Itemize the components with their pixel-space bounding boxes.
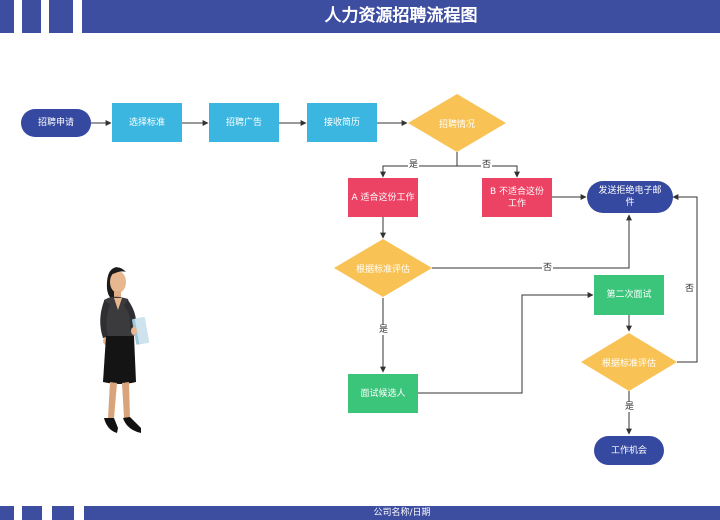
- edge-label-yes-evaluate2: 是: [624, 402, 636, 412]
- footer-block-1: [0, 506, 14, 520]
- edge-evaluate1-reject: [432, 214, 632, 269]
- reject-email-node[interactable]: 发送拒绝电子邮件: [587, 181, 673, 213]
- header-block-2: [22, 0, 41, 33]
- offer-node[interactable]: 工作机会: [594, 436, 664, 465]
- evaluate2-label[interactable]: 根据标准评估: [601, 358, 656, 369]
- header-block-3: [49, 0, 73, 33]
- footer-block-3: [52, 506, 74, 520]
- edge-label-no-evaluate2: 否: [684, 284, 696, 294]
- edge-label-yes-evaluate1: 是: [378, 325, 390, 335]
- second-interview-node[interactable]: 第二次面试: [594, 275, 664, 315]
- footer-block-2: [22, 506, 42, 520]
- situation-label[interactable]: 招聘情况: [438, 119, 475, 130]
- header-block-1: [0, 0, 14, 33]
- decision-diamond-evaluate2: [581, 333, 677, 391]
- edge-label-yes-fit: 是: [408, 160, 420, 170]
- select-standard-node[interactable]: 选择标准: [112, 103, 182, 142]
- edge-evaluate2-reject: [672, 194, 698, 363]
- not-fit-node[interactable]: B 不适合这份工作: [482, 178, 552, 217]
- interview-node[interactable]: 面试候选人: [348, 374, 418, 413]
- receive-resume-node[interactable]: 接收简历: [307, 103, 377, 142]
- footer-text: 公司名称/日期: [84, 506, 720, 520]
- edge-interview-second: [418, 292, 594, 394]
- edge-label-no-notfit: 否: [481, 160, 493, 170]
- decision-diamond-evaluate1: [334, 239, 432, 297]
- fit-node[interactable]: A 适合这份工作: [348, 178, 418, 217]
- decision-diamond-situation: [408, 94, 506, 152]
- ad-node[interactable]: 招聘广告: [209, 103, 279, 142]
- diagram-title: 人力资源招聘流程图: [82, 0, 720, 33]
- evaluate1-label[interactable]: 根据标准评估: [355, 264, 410, 275]
- edge-label-no-evaluate1: 否: [542, 263, 554, 273]
- start-node[interactable]: 招聘申请: [21, 109, 91, 137]
